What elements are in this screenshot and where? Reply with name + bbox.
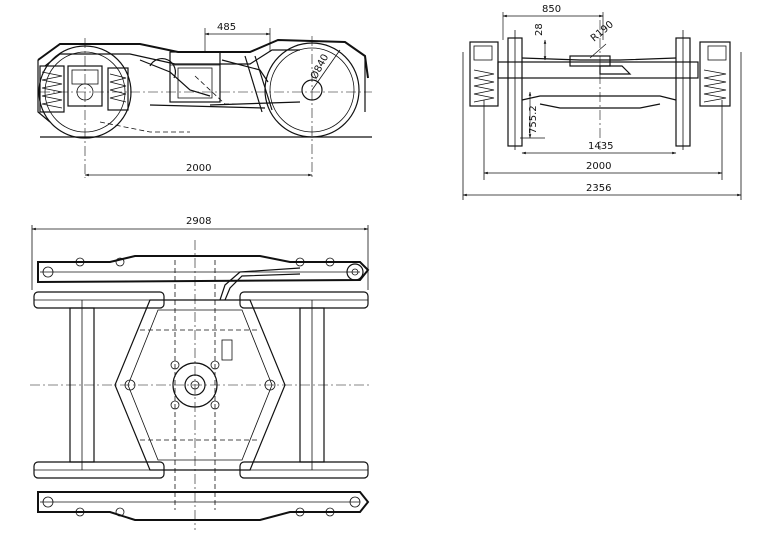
- side-view: 485 2000 Ø840: [37, 22, 372, 178]
- end-dim-28: 28: [534, 23, 545, 36]
- end-dim-2000: 2000: [586, 161, 611, 172]
- end-dim-755: 755.2: [528, 105, 539, 134]
- end-dim-850: 850: [542, 4, 561, 15]
- plan-view: 2908: [30, 216, 372, 530]
- plan-dim-2908: 2908: [186, 216, 211, 227]
- dim-485: 485: [217, 22, 236, 33]
- dim-wheel-diameter: Ø840: [308, 52, 331, 81]
- end-dim-r190: R190: [589, 19, 616, 44]
- end-dim-1435: 1435: [588, 141, 613, 152]
- end-view: 850 28 R190 755.2 1435 2000 2356: [462, 4, 742, 200]
- dim-wheelbase: 2000: [186, 163, 211, 174]
- end-dim-2356: 2356: [586, 183, 611, 194]
